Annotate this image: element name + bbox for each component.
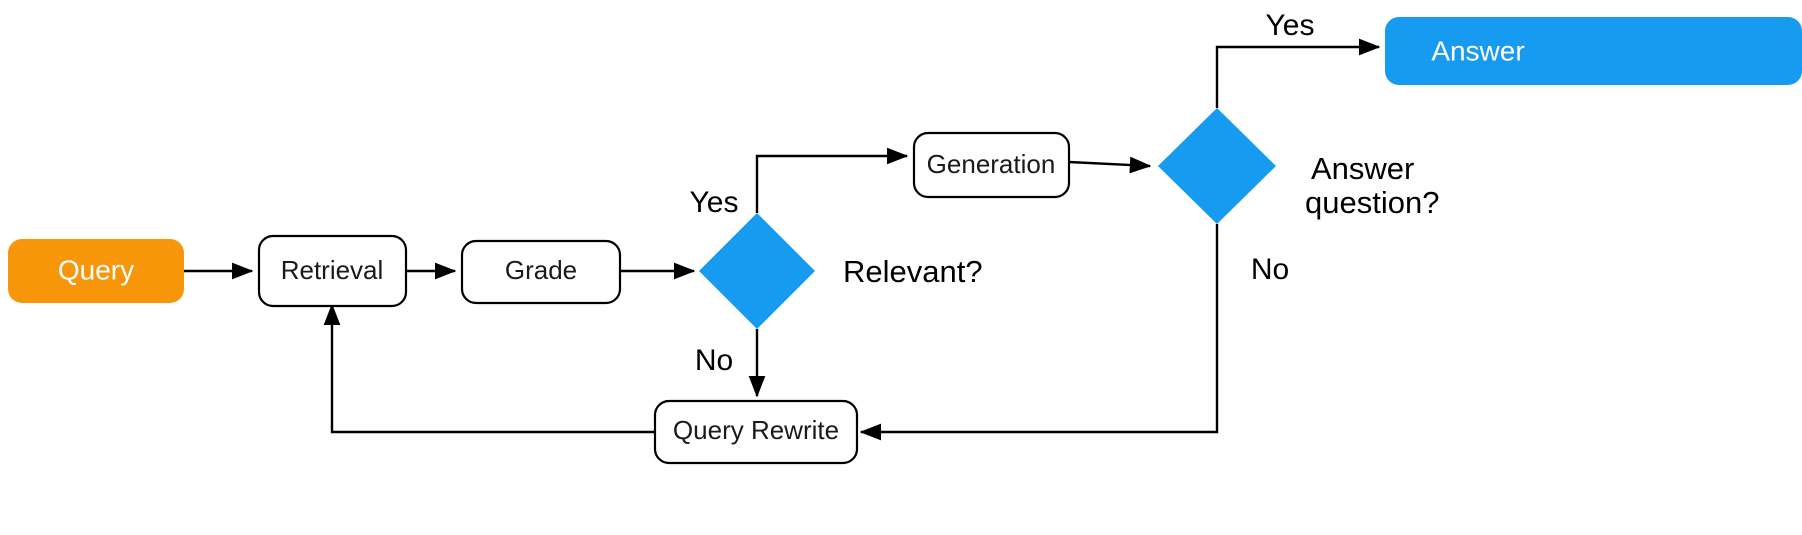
edge-label-relevant-no: No xyxy=(695,344,733,377)
edge-label-answerq-no: No xyxy=(1251,253,1289,286)
node-answer-question-decision[interactable] xyxy=(1158,108,1276,224)
edge-label-answerq-yes: Yes xyxy=(1266,9,1315,42)
answer-question-decision-label-line2: question? xyxy=(1305,185,1439,220)
edge-generation-to-answerq xyxy=(1068,156,1152,174)
node-grade-label: Grade xyxy=(505,255,577,285)
node-query-rewrite-label: Query Rewrite xyxy=(673,415,839,445)
node-layer: Query Retrieval Grade Relevant? Generati… xyxy=(8,17,1802,465)
node-query-rewrite-shape[interactable] xyxy=(653,399,859,465)
node-answer-question-shape[interactable] xyxy=(1158,108,1276,224)
edge-label-relevant-yes: Yes xyxy=(690,186,739,219)
node-retrieval-label: Retrieval xyxy=(281,255,384,285)
node-generation-label: Generation xyxy=(927,149,1056,179)
relevant-decision-label: Relevant? xyxy=(843,254,983,289)
edge-answerq-no-to-rewrite xyxy=(859,224,1219,441)
node-relevant-decision[interactable] xyxy=(699,213,815,329)
node-query-rewrite[interactable]: Query Rewrite xyxy=(653,399,859,465)
node-answer-label: Answer xyxy=(1431,35,1524,66)
edge-answerq-yes-to-answer xyxy=(1215,38,1381,108)
edge-relevant-yes-to-generation xyxy=(755,147,909,213)
node-relevant-shape[interactable] xyxy=(699,213,815,329)
node-grade-shape[interactable] xyxy=(460,239,622,305)
node-answer[interactable]: Answer xyxy=(1385,17,1802,85)
edge-rewrite-to-retrieval xyxy=(323,303,655,434)
node-query[interactable]: Query xyxy=(8,239,184,303)
node-retrieval[interactable]: Retrieval xyxy=(257,234,408,308)
edge-label-layer: Yes No Yes No xyxy=(690,9,1315,377)
node-generation-shape[interactable] xyxy=(912,131,1071,199)
answer-question-decision-label-line1: Answer xyxy=(1311,151,1414,186)
node-query-label: Query xyxy=(58,254,134,285)
node-query-shape[interactable] xyxy=(8,239,184,303)
node-grade[interactable]: Grade xyxy=(460,239,622,305)
node-generation[interactable]: Generation xyxy=(912,131,1071,199)
node-answer-shape[interactable] xyxy=(1385,17,1802,85)
node-retrieval-shape[interactable] xyxy=(257,234,408,308)
edge-layer xyxy=(184,38,1381,441)
